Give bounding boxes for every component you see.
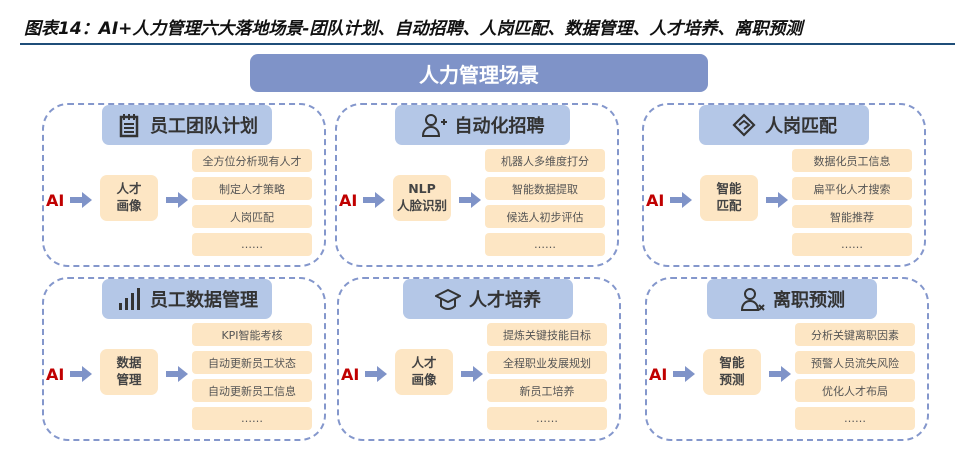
panel-staff-data: 员工数据管理 AI 数据 管理 KPI智能考核自动更新员工状态自动更新员工信息 …… <box>42 277 326 441</box>
panel-header: 人岗匹配 <box>699 105 869 145</box>
arrow-right-icon <box>766 192 788 208</box>
list-item: …… <box>487 407 607 430</box>
list-item: 预警人员流失风险 <box>795 351 915 374</box>
panel-header: 人才培养 <box>403 279 573 319</box>
panel-header: 离职预测 <box>707 279 877 319</box>
panel-job-match: 人岗匹配 AI 智能 匹配 数据化员工信息扁平化人才搜索智能推荐 …… <box>642 103 926 267</box>
ai-label: AI <box>339 191 358 210</box>
arrow-right-icon <box>670 192 692 208</box>
banner: 人力管理场景 <box>250 54 708 92</box>
panel-turnover-predict: 离职预测 AI 智能 预测 分析关键离职因素预警人员流失风险优化人才布局 …… <box>645 277 929 441</box>
panel-title: 员工数据管理 <box>150 290 258 311</box>
list-item: 自动更新员工信息 <box>192 379 312 402</box>
add-user-icon <box>421 114 447 137</box>
list-item: …… <box>792 233 912 256</box>
panel-talent-training: 人才培养 AI 人才 画像 提炼关键技能目标全程职业发展规划新员工培养 …… <box>337 277 621 441</box>
list-item: 优化人才布局 <box>795 379 915 402</box>
center-box: 人才 画像 <box>395 349 453 395</box>
arrow-right-icon <box>459 192 481 208</box>
arrow-right-icon <box>70 366 92 382</box>
panel-title: 离职预测 <box>773 290 845 311</box>
list-item: 智能推荐 <box>792 205 912 228</box>
panel-title: 员工团队计划 <box>150 116 258 137</box>
arrow-right-icon <box>769 366 791 382</box>
list-item: 数据化员工信息 <box>792 149 912 172</box>
graduation-cap-icon <box>435 288 461 310</box>
center-box: NLP 人脸识别 <box>393 175 451 221</box>
center-box: 人才 画像 <box>100 175 158 221</box>
figure-title: 图表14：AI+人力管理六大落地场景-团队计划、自动招聘、人岗匹配、数据管理、人… <box>24 19 803 39</box>
list-item: 自动更新员工状态 <box>192 351 312 374</box>
ai-label: AI <box>46 365 65 384</box>
panel-staff-team-plan: 员工团队计划 AI 人才 画像 全方位分析现有人才制定人才策略人岗匹配 …… <box>42 103 326 267</box>
list-item: 分析关键离职因素 <box>795 323 915 346</box>
list-item: …… <box>192 233 312 256</box>
list-item: 提炼关键技能目标 <box>487 323 607 346</box>
list-item: 制定人才策略 <box>192 177 312 200</box>
panel-title: 人才培养 <box>469 290 541 311</box>
panel-header: 员工团队计划 <box>102 105 272 145</box>
list-item: …… <box>192 407 312 430</box>
panel-auto-recruit: 自动化招聘 AI NLP 人脸识别 机器人多维度打分智能数据提取候选人初步评估 …… <box>335 103 619 267</box>
notepad-icon <box>119 114 139 138</box>
panel-header: 员工数据管理 <box>102 279 272 319</box>
center-box: 数据 管理 <box>100 349 158 395</box>
list-item: 扁平化人才搜索 <box>792 177 912 200</box>
handshake-icon <box>732 113 756 137</box>
list-item: …… <box>795 407 915 430</box>
ai-label: AI <box>46 191 65 210</box>
bar-chart-icon <box>119 288 140 310</box>
ai-label: AI <box>646 191 665 210</box>
arrow-right-icon <box>70 192 92 208</box>
panel-header: 自动化招聘 <box>395 105 570 145</box>
center-box: 智能 匹配 <box>700 175 758 221</box>
arrow-right-icon <box>461 366 483 382</box>
ai-label: AI <box>649 365 668 384</box>
center-box: 智能 预测 <box>703 349 761 395</box>
arrow-right-icon <box>166 366 188 382</box>
remove-user-icon <box>740 288 765 311</box>
arrow-right-icon <box>673 366 695 382</box>
arrow-right-icon <box>365 366 387 382</box>
arrow-right-icon <box>166 192 188 208</box>
list-item: 全程职业发展规划 <box>487 351 607 374</box>
list-item: 新员工培养 <box>487 379 607 402</box>
list-item: …… <box>485 233 605 256</box>
list-item: 智能数据提取 <box>485 177 605 200</box>
panel-title: 自动化招聘 <box>454 116 545 137</box>
list-item: 人岗匹配 <box>192 205 312 228</box>
list-item: KPI智能考核 <box>192 323 312 346</box>
arrow-right-icon <box>363 192 385 208</box>
list-item: 候选人初步评估 <box>485 205 605 228</box>
list-item: 机器人多维度打分 <box>485 149 605 172</box>
title-divider <box>20 43 955 45</box>
list-item: 全方位分析现有人才 <box>192 149 312 172</box>
panel-title: 人岗匹配 <box>765 116 837 137</box>
ai-label: AI <box>341 365 360 384</box>
